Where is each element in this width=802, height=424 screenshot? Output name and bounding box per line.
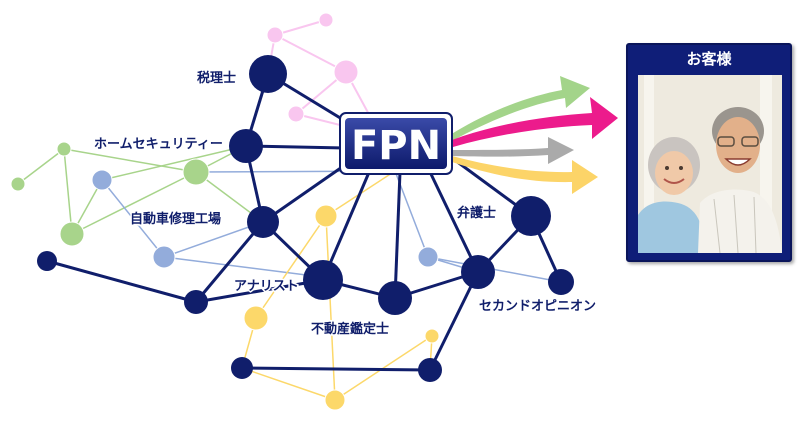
label-tax-accountant: 税理士	[197, 70, 236, 86]
arrow-icon	[452, 137, 574, 164]
label-auto-repair: 自動車修理工場	[130, 211, 221, 227]
node-small	[37, 251, 57, 271]
yellow-node	[314, 204, 338, 228]
label-lawyer: 弁護士	[457, 205, 496, 221]
node-home-security	[229, 129, 263, 163]
node-real-estate	[378, 281, 412, 315]
fpn-label: FPN	[351, 123, 441, 169]
node-hub-right	[461, 255, 495, 289]
node-small	[184, 290, 208, 314]
customer-panel: お客様	[626, 43, 792, 262]
yellow-node	[424, 328, 440, 344]
arrow-icon	[452, 97, 618, 147]
blue-node	[417, 246, 439, 268]
yellow-node	[324, 389, 346, 411]
node-tax-accountant	[249, 55, 287, 93]
customer-title: お客様	[686, 50, 732, 68]
blue-node	[91, 169, 113, 191]
node-small	[418, 358, 442, 382]
node-analyst	[303, 260, 343, 300]
customer-photo	[638, 75, 782, 253]
blue-node	[152, 245, 176, 269]
background-nodes	[10, 12, 440, 411]
arrow-icon	[450, 76, 590, 141]
label-real-estate-appraiser: 不動産鑑定士	[311, 321, 389, 337]
expert-nodes	[37, 55, 574, 382]
arrows-to-customer	[450, 76, 618, 194]
green-node	[59, 221, 85, 247]
node-small	[231, 357, 253, 379]
pink-node	[266, 26, 284, 44]
pink-node	[287, 105, 305, 123]
node-lawyer	[511, 196, 551, 236]
green-node	[56, 141, 72, 157]
senior-couple-image	[638, 75, 782, 253]
node-auto-repair	[247, 206, 279, 238]
label-analyst: アナリスト	[234, 279, 299, 294]
green-node	[182, 158, 210, 186]
pink-node	[333, 59, 359, 85]
pink-node	[318, 12, 334, 28]
fpn-hub: FPN	[339, 112, 453, 175]
label-home-security: ホームセキュリティー	[94, 137, 223, 152]
yellow-node	[243, 305, 269, 331]
node-second-opinion	[548, 269, 574, 295]
arrow-icon	[452, 156, 598, 194]
green-node	[10, 176, 26, 192]
label-second-opinion: セカンドオピニオン	[479, 299, 596, 314]
